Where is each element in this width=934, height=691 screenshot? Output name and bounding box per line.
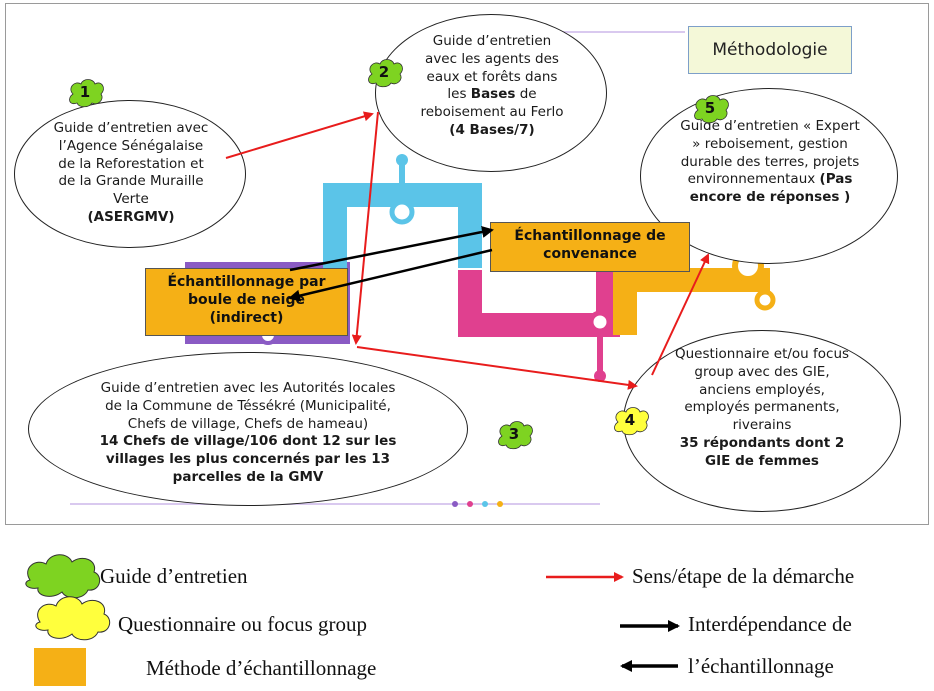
green-cloud-icon [368, 59, 403, 88]
step-1-text: Guide d’entretien avec l’Agence Sénégala… [52, 120, 210, 227]
step-1-description: Guide d’entretien avec l’Agence Sénégala… [53, 120, 209, 208]
step-2-text: Guide d’entretien avec les agents des ea… [418, 33, 566, 140]
green-cloud-icon [694, 95, 729, 124]
snowball-sampling-box: Échantillonnage par boule de neige (indi… [145, 268, 348, 336]
step-5-badge: 5 [690, 92, 730, 124]
step-5-bold: (Pas encore de réponses ) [689, 171, 853, 206]
step-4-number: 4 [624, 411, 636, 429]
pipe-blue [323, 154, 482, 275]
step-3-text: Guide d’entretien avec les Autorités loc… [98, 380, 398, 487]
step-3-description: Guide d’entretien avec les Autorités loc… [100, 380, 396, 432]
step-5-number: 5 [704, 99, 716, 117]
step-2-bases-word: Bases [470, 86, 516, 103]
step-2-bold: (4 Bases/7) [449, 122, 535, 139]
legend-interdependence-label-1: Interdépendance de [688, 612, 852, 636]
step-5-text: Guide d’entretien « Expert » reboisement… [680, 118, 860, 207]
legend-guide-label: Guide d’entretien [100, 564, 248, 588]
step-1-number: 1 [79, 83, 91, 101]
step-5-description: Guide d’entretien « Expert » reboisement… [680, 118, 860, 188]
methodology-title: Méthodologie [688, 26, 852, 74]
step-2-description-start: Guide d’entretien avec les agents des ea… [425, 33, 559, 103]
pipe-orange [613, 250, 776, 335]
step-1-ellipse [14, 100, 246, 248]
decor-dot [497, 501, 503, 507]
legend-interdependence-label-2: l’échantillonnage [688, 654, 834, 678]
step-4-description: Questionnaire et/ou focus group avec des… [674, 346, 850, 434]
decor-dot [467, 501, 473, 507]
step-1-badge: 1 [65, 76, 105, 108]
legend-sampling-box-icon [34, 648, 86, 686]
green-cloud-icon [69, 79, 104, 108]
convenience-sampling-box: Échantillonnage de convenance [490, 222, 690, 272]
step-4-bold: 35 répondants dont 2 GIE de femmes [679, 435, 845, 469]
step-3-badge: 3 [494, 418, 534, 450]
legend-sampling-label: Méthode d’échantillonnage [146, 656, 377, 680]
pipe-pink [458, 268, 620, 382]
step-1-bold: (ASERGMV) [87, 209, 175, 226]
step-4-text: Questionnaire et/ou focus group avec des… [668, 346, 856, 471]
decor-dot [452, 501, 458, 507]
step-2-description-end: de reboisement au Ferlo [420, 86, 564, 121]
green-cloud-icon [498, 421, 533, 450]
step-3-number: 3 [508, 425, 520, 443]
step-2-ellipse [375, 14, 607, 172]
legend-questionnaire-label: Questionnaire ou focus group [118, 612, 368, 636]
step-2-number: 2 [378, 63, 390, 81]
step-4-badge: 4 [610, 404, 650, 436]
step-2-badge: 2 [364, 56, 404, 88]
legend-step-direction-label: Sens/étape de la démarche [632, 564, 855, 588]
decor-dot [482, 501, 488, 507]
step-3-bold: 14 Chefs de village/106 dont 12 sur les … [99, 433, 397, 486]
yellow-cloud-icon [614, 407, 649, 436]
